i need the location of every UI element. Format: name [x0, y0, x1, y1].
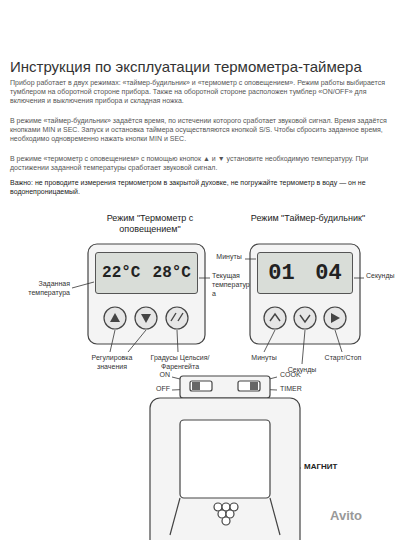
callout-label: Секунды — [366, 272, 402, 281]
switch-label: ON — [130, 371, 170, 380]
switch-label: OFF — [130, 385, 170, 394]
switch-label: TIMER — [280, 385, 320, 394]
timer-device-part — [324, 307, 346, 329]
device-back-view — [150, 376, 300, 540]
mode-heading: Режим "Таймер-будильник" — [238, 213, 378, 224]
leader-lines-part — [245, 259, 256, 260]
device-back-view-part — [214, 503, 238, 525]
leader-lines-part — [110, 330, 115, 352]
leader-lines-part — [354, 278, 364, 279]
leader-lines-part — [199, 278, 210, 279]
device-back-view-part — [192, 382, 200, 390]
thermometer-device-part — [171, 313, 183, 321]
page-title: Инструкция по эксплуатации термометра-та… — [10, 58, 395, 77]
lcd-screen: 22°C 28°C — [95, 252, 198, 294]
timer-device — [250, 244, 360, 344]
display-reading: 22°C — [102, 264, 140, 282]
timer-device-part — [250, 244, 360, 344]
callout-label: Старт/Стоп — [318, 354, 368, 363]
callout-label: Заданная температура — [8, 280, 70, 298]
paragraph: В режиме «термометр с оповещением» с пом… — [10, 155, 395, 173]
paragraph: В режиме «таймер-будильник» задаётся вре… — [10, 117, 395, 143]
timer-device-part — [331, 313, 340, 323]
device-back-view-part — [150, 398, 300, 540]
thermometer-device-part — [141, 314, 151, 323]
part-label: МАГНИТ — [304, 462, 364, 472]
thermometer-device-part — [166, 307, 188, 329]
thermometer-device — [88, 244, 205, 344]
device-back-view-part — [180, 420, 270, 498]
paragraph: Прибор работает в двух режимах: «таймер-… — [10, 79, 395, 105]
leader-lines-part — [335, 330, 342, 352]
switch-label: COOK — [280, 371, 320, 380]
leader-lines-part — [264, 330, 275, 352]
device-back-view-part — [250, 382, 258, 390]
thermometer-device-part — [110, 313, 120, 322]
device-back-view-part — [170, 498, 280, 535]
leader-lines-part — [177, 330, 178, 352]
leader-lines-part — [72, 282, 94, 288]
timer-device-part — [264, 307, 286, 329]
warning-note: Важно: не проводите измерения термометро… — [10, 179, 395, 197]
device-back-view-part — [238, 381, 260, 391]
timer-device-part — [294, 307, 316, 329]
callout-label: Минуты — [214, 253, 244, 262]
callout-label: Минуты — [244, 354, 284, 363]
thermometer-device-part — [88, 244, 205, 344]
lcd-screen: 01 04 — [257, 252, 353, 294]
callout-label: Регулировка значения — [82, 354, 142, 372]
timer-device-part — [300, 315, 310, 322]
display-reading: 04 — [315, 261, 341, 286]
leader-lines-part — [128, 330, 146, 352]
thermometer-device-part — [135, 307, 157, 329]
device-back-view-part — [190, 381, 212, 391]
display-reading: 01 — [268, 261, 294, 286]
callout-label: Градусы Цельсия/Фаренгейта — [142, 354, 218, 372]
thermometer-device-part — [104, 307, 126, 329]
leader-lines-part — [302, 330, 305, 364]
mode-heading: Режим "Термометр с оповещением" — [80, 213, 220, 236]
timer-device-part — [270, 314, 280, 321]
device-back-view-part-part — [222, 517, 230, 525]
watermark: Avito — [330, 508, 400, 524]
device-back-view-part — [180, 376, 270, 398]
display-reading: 28°C — [153, 264, 191, 282]
callout-label: Текущая температура — [212, 272, 252, 298]
